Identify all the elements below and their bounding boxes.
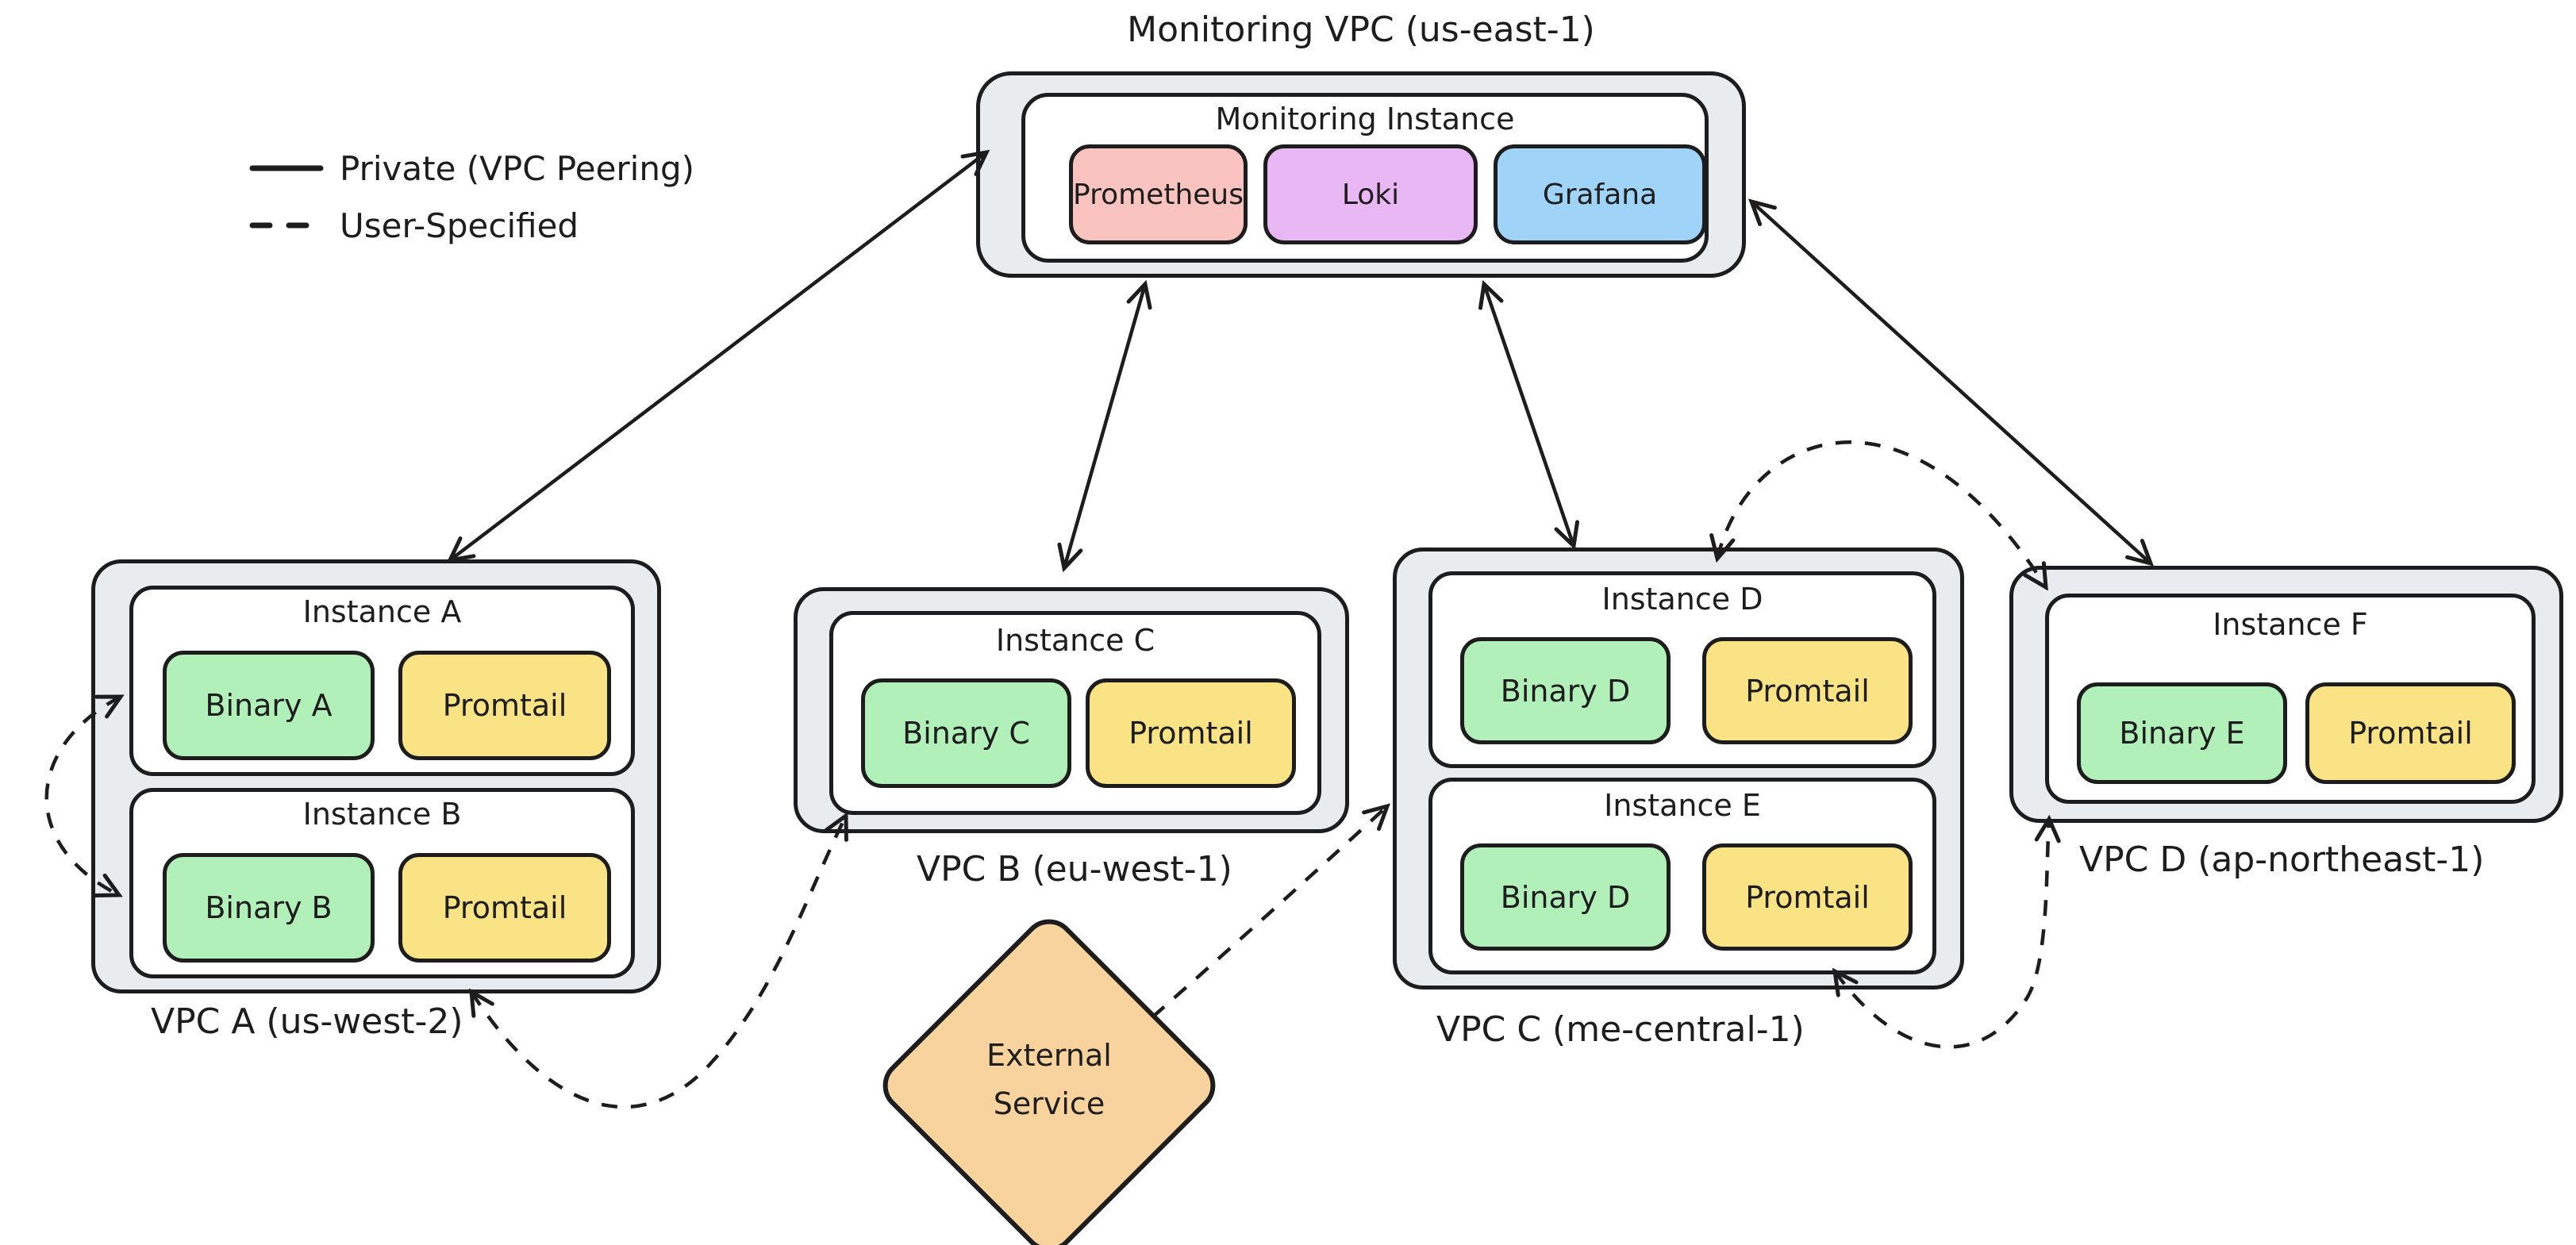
promtail-chip: Promtail: [1702, 843, 1913, 951]
vpc-d-container: Instance F Binary E Promtail: [2009, 566, 2563, 823]
promtail-chip: Promtail: [1702, 637, 1913, 744]
service-grafana: Grafana: [1494, 144, 1706, 244]
instance-a-box: Instance A Binary A Promtail: [129, 586, 635, 776]
binary-a-chip: Binary A: [163, 651, 375, 760]
promtail-chip: Promtail: [2305, 682, 2516, 784]
vpc-d-label: VPC D (ap-northeast-1): [2079, 840, 2485, 880]
vpc-b-container: Instance C Binary C Promtail: [794, 587, 1349, 833]
instance-d-title: Instance D: [1601, 582, 1763, 617]
binary-e-chip: Binary E: [2077, 682, 2287, 784]
connector-monitoring-vpc-c: [1484, 284, 1574, 546]
connector-external-service-instance-e: [1151, 806, 1387, 1019]
connector-monitoring-vpc-b: [1064, 284, 1145, 568]
vpc-c-container: Instance D Binary D Promtail Instance E …: [1393, 548, 1964, 989]
instance-c-box: Instance C Binary C Promtail: [829, 611, 1321, 815]
external-service-label: External Service: [986, 1038, 1112, 1121]
instance-e-box: Instance E Binary D Promtail: [1428, 778, 1936, 974]
service-loki: Loki: [1263, 144, 1478, 244]
binary-c-chip: Binary C: [861, 678, 1071, 788]
connector-monitoring-vpc-d: [1751, 202, 2151, 563]
instance-f-box: Instance F Binary E Promtail: [2045, 594, 2536, 804]
binary-d-chip: Binary D: [1460, 843, 1671, 951]
service-prometheus: Prometheus: [1069, 144, 1248, 244]
instance-f-title: Instance F: [2213, 607, 2368, 642]
promtail-chip: Promtail: [398, 651, 611, 760]
legend-label-private: Private (VPC Peering): [340, 149, 695, 188]
monitoring-instance-box: Monitoring Instance Prometheus Loki Graf…: [1021, 93, 1709, 263]
vpc-a-label: VPC A (us-west-2): [151, 1001, 463, 1042]
monitoring-instance-title: Monitoring Instance: [1215, 102, 1515, 136]
binary-d-chip: Binary D: [1460, 637, 1671, 744]
monitoring-vpc-container: Monitoring Instance Prometheus Loki Graf…: [976, 71, 1746, 278]
instance-b-title: Instance B: [302, 797, 462, 832]
instance-b-box: Instance B Binary B Promtail: [129, 788, 635, 978]
instance-e-title: Instance E: [1604, 788, 1761, 823]
vpc-c-label: VPC C (me-central-1): [1436, 1009, 1805, 1050]
monitoring-vpc-title: Monitoring VPC (us-east-1): [1127, 10, 1595, 50]
promtail-chip: Promtail: [1086, 678, 1296, 788]
vpc-a-container: Instance A Binary A Promtail Instance B …: [91, 559, 661, 993]
promtail-chip: Promtail: [398, 853, 611, 963]
instance-d-box: Instance D Binary D Promtail: [1428, 571, 1936, 768]
binary-b-chip: Binary B: [163, 853, 375, 963]
instance-a-title: Instance A: [302, 594, 462, 629]
instance-c-title: Instance C: [995, 623, 1155, 658]
vpc-b-label: VPC B (eu-west-1): [917, 849, 1232, 890]
legend-label-user-specified: User-Specified: [340, 206, 579, 245]
